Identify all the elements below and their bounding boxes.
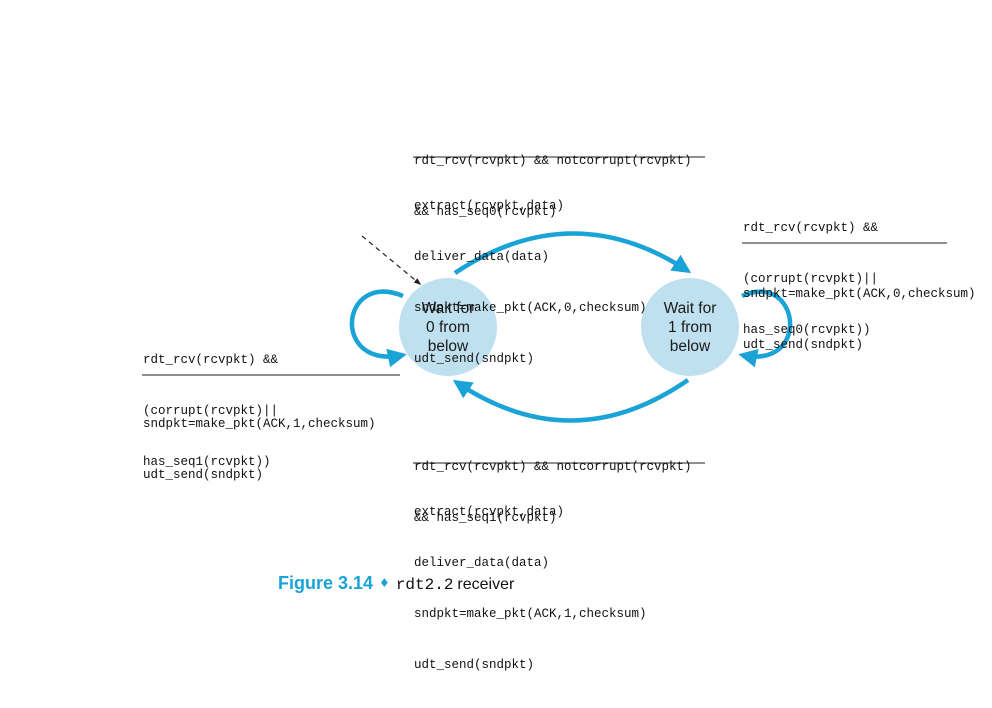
action-line: sndpkt=make_pkt(ACK,1,checksum) [414, 607, 647, 621]
initial-state-arrow [361, 235, 422, 285]
action-line: udt_send(sndpkt) [743, 338, 864, 352]
top-transition-action: extract(rcvpkt,data) deliver_data(data) … [414, 164, 647, 402]
right-transition-action: sndpkt=make_pkt(ACK,0,checksum) udt_send… [743, 252, 976, 388]
state-wait-1 [641, 278, 739, 376]
left-transition-condition: rdt_rcv(rcvpkt) && (corrupt(rcvpkt)|| ha… [143, 318, 278, 505]
condition-line: rdt_rcv(rcvpkt) && [743, 221, 879, 235]
state-wait-0 [399, 278, 497, 376]
action-line: sndpkt=make_pkt(ACK,0,checksum) [414, 301, 647, 315]
bottom-transition-condition: rdt_rcv(rcvpkt) && notcorrupt(rcvpkt) &&… [414, 425, 692, 561]
state-wait-1-line-1: Wait for [663, 300, 717, 317]
transition-arrow-bottom [452, 378, 690, 423]
action-line: extract(rcvpkt,data) [414, 505, 565, 519]
self-loop-right [738, 289, 793, 368]
figure-number: Figure 3.14 [278, 573, 374, 593]
caption-code: rdt2.2 [395, 576, 454, 594]
state-wait-0-label: Wait for 0 from below [393, 299, 503, 356]
figure-caption: Figure 3.14 ♦ rdt2.2 receiver [278, 573, 514, 594]
state-wait-1-line-3: below [669, 338, 711, 355]
action-line: extract(rcvpkt,data) [414, 199, 565, 213]
transition-arrow-top [453, 231, 692, 275]
condition-line: has_seq0(rcvpkt)) [743, 323, 871, 337]
condition-line: rdt_rcv(rcvpkt) && [143, 353, 279, 367]
self-loop-left [349, 289, 407, 368]
condition-line: rdt_rcv(rcvpkt) && notcorrupt(rcvpkt) [414, 460, 692, 474]
action-line: udt_send(sndpkt) [143, 468, 264, 482]
fsm-graphics [142, 156, 947, 464]
condition-line: has_seq1(rcvpkt)) [143, 455, 271, 469]
right-transition-condition: rdt_rcv(rcvpkt) && (corrupt(rcvpkt)|| ha… [743, 186, 946, 373]
condition-line: (corrupt(rcvpkt)|| [143, 404, 279, 418]
condition-line: (corrupt(rcvpkt)|| [743, 272, 879, 286]
condition-line: rdt_rcv(rcvpkt) && notcorrupt(rcvpkt) [414, 154, 692, 168]
bottom-transition-action: extract(rcvpkt,data) deliver_data(data) … [414, 470, 647, 708]
caption-text: receiver [457, 576, 515, 593]
state-wait-0-line-2: 0 from [426, 319, 470, 336]
fsm-diagram: Wait for 0 from below Wait for 1 from be… [142, 119, 976, 672]
top-transition-condition: rdt_rcv(rcvpkt) && notcorrupt(rcvpkt) &&… [414, 119, 692, 255]
state-wait-0-line-1: Wait for [421, 300, 475, 317]
action-line: sndpkt=make_pkt(ACK,1,checksum) [143, 417, 376, 431]
action-line: deliver_data(data) [414, 556, 550, 570]
state-wait-0-line-3: below [427, 338, 469, 355]
condition-line: && has_seq1(rcvpkt) [414, 511, 557, 525]
condition-line: && has_seq0(rcvpkt) [414, 205, 557, 219]
action-line: udt_send(sndpkt) [414, 352, 535, 366]
diamond-separator-icon: ♦ [379, 576, 390, 590]
state-wait-1-line-2: 1 from [668, 319, 712, 336]
action-line: deliver_data(data) [414, 250, 550, 264]
action-line: udt_send(sndpkt) [414, 658, 535, 672]
action-line: sndpkt=make_pkt(ACK,0,checksum) [743, 287, 976, 301]
state-wait-1-label: Wait for 1 from below [635, 299, 745, 356]
left-transition-action: sndpkt=make_pkt(ACK,1,checksum) udt_send… [143, 382, 376, 518]
